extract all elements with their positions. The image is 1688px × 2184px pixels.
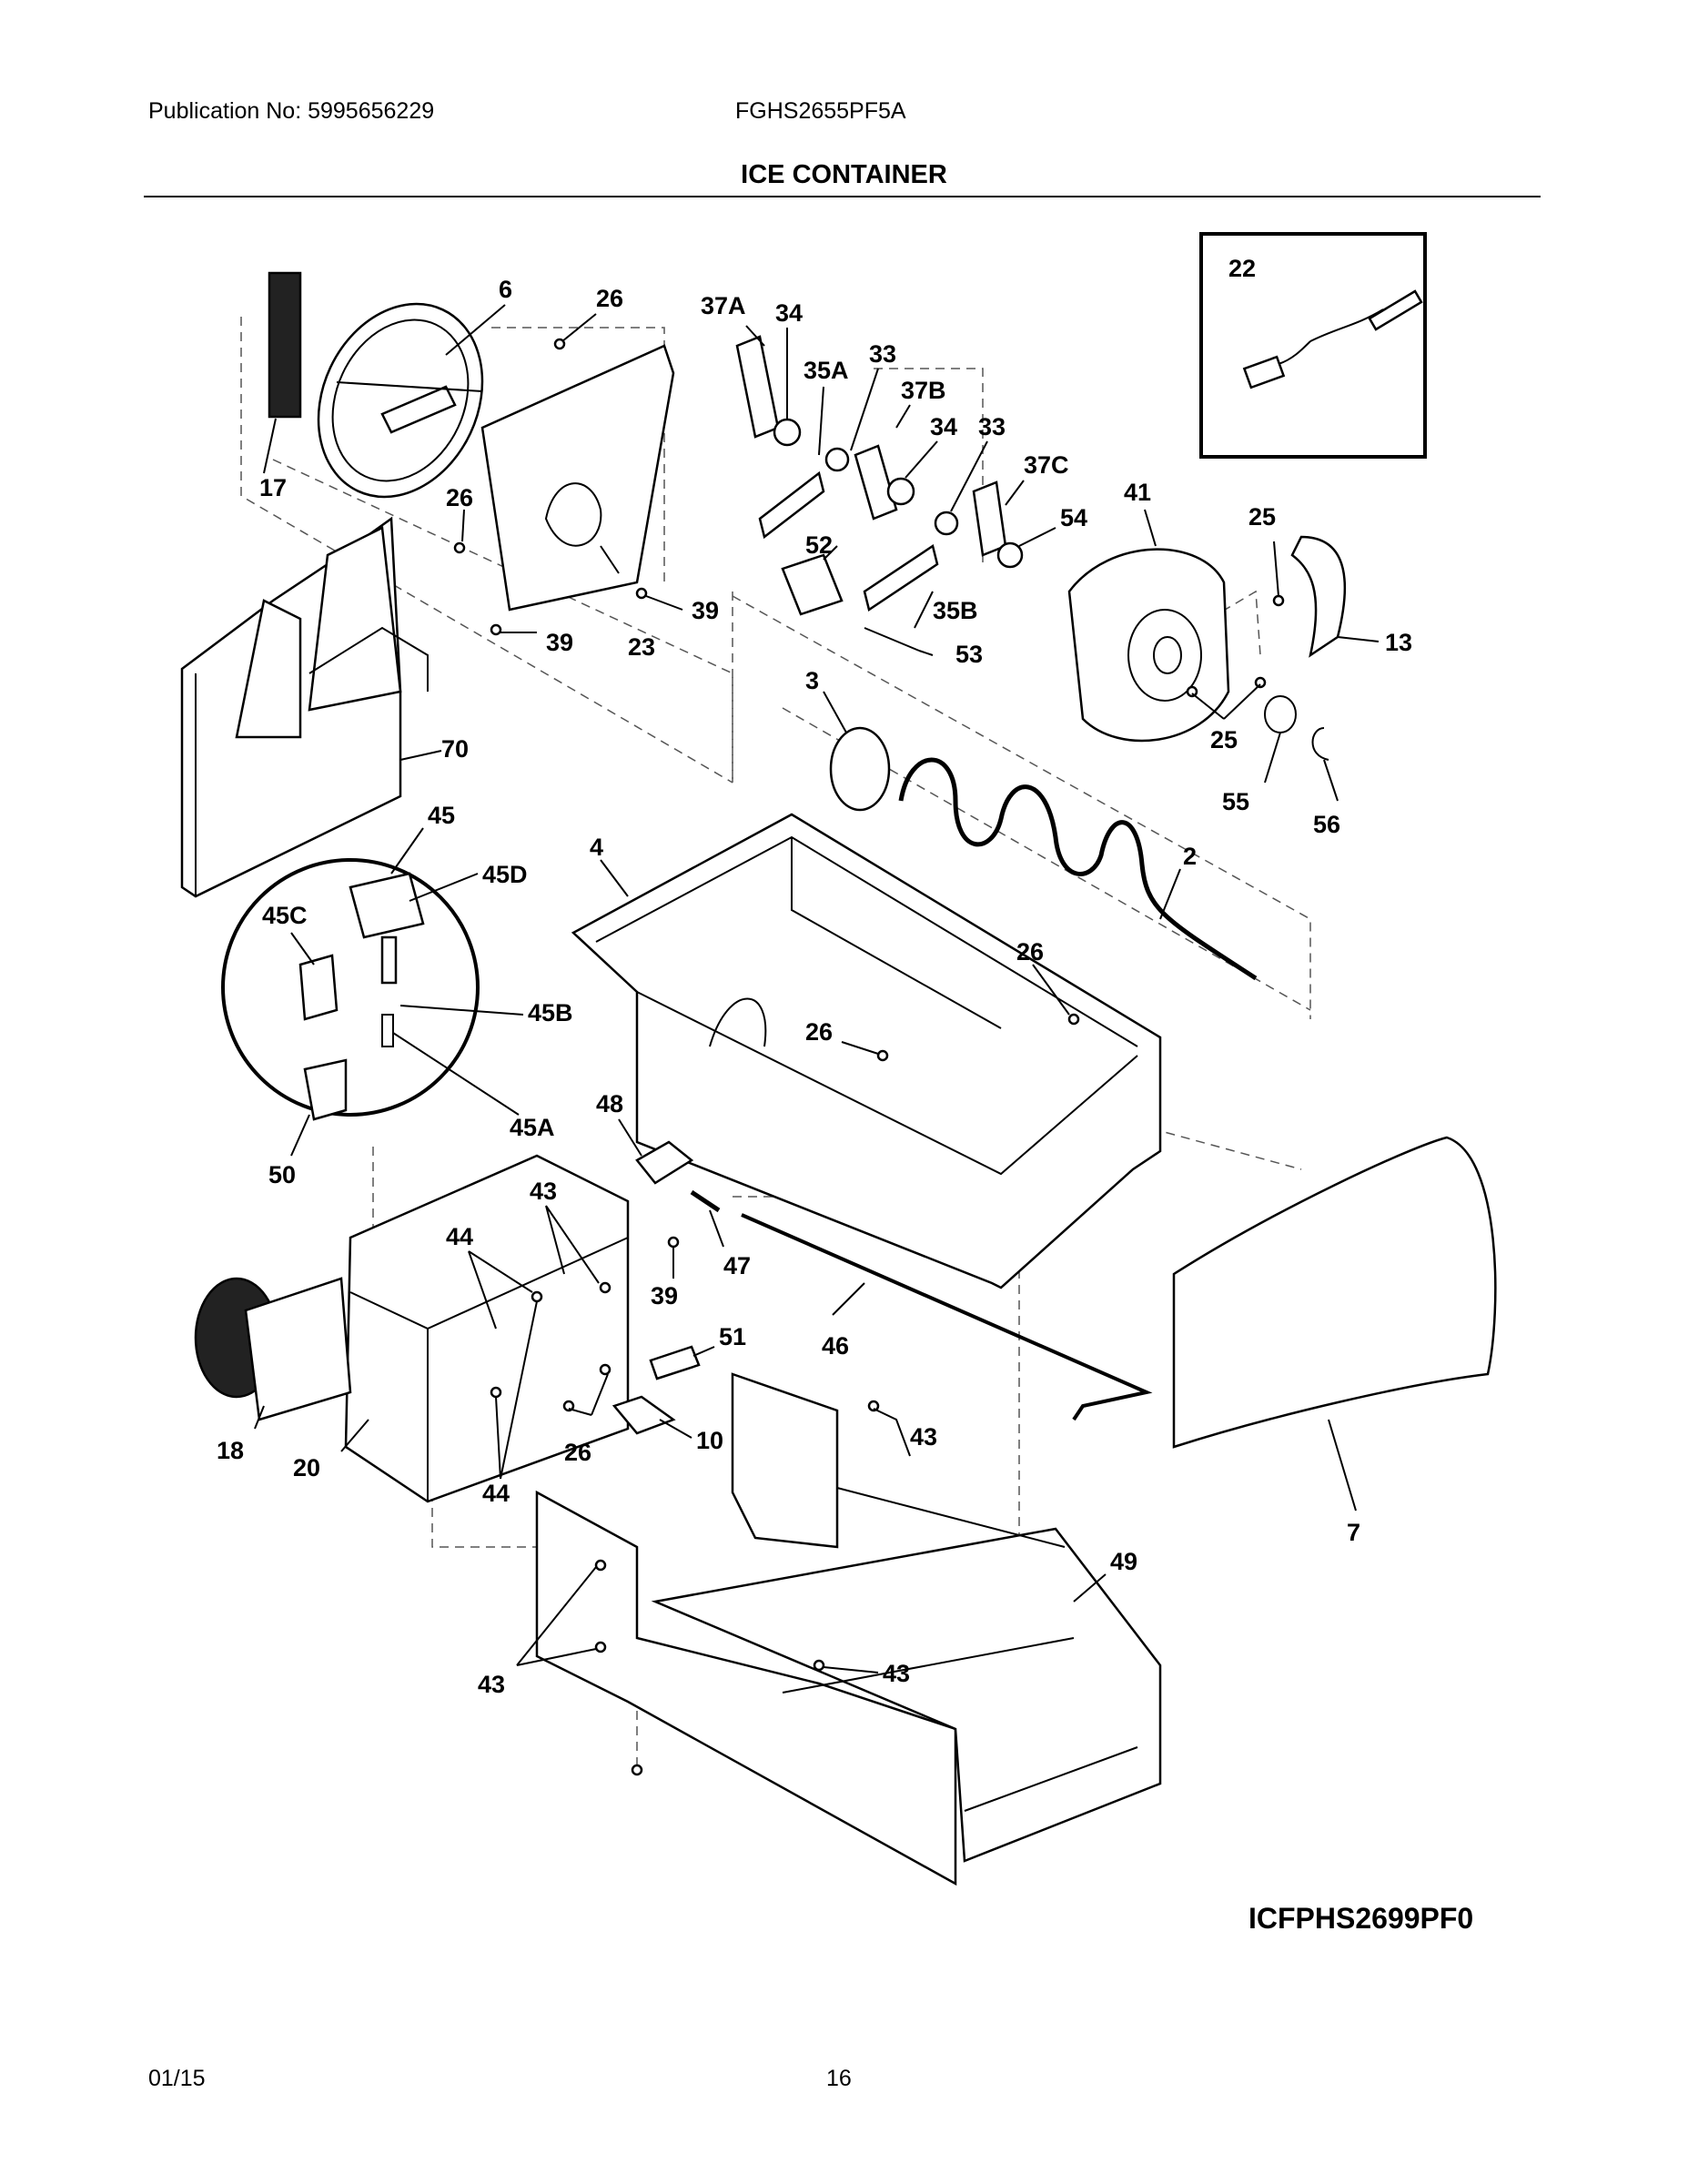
callout-26: 26 <box>805 1018 833 1046</box>
part-23-opening <box>544 482 602 547</box>
callout-51: 51 <box>719 1323 746 1350</box>
part-50-holder <box>303 1058 348 1121</box>
title-rule <box>144 196 1541 197</box>
callout-56: 56 <box>1313 811 1340 838</box>
callout-7: 7 <box>1347 1519 1360 1546</box>
callout-45d: 45D <box>482 861 528 888</box>
callout-41: 41 <box>1124 479 1151 506</box>
callout-44: 44 <box>446 1223 473 1250</box>
callout-22: 22 <box>1228 255 1256 282</box>
callout-48: 48 <box>596 1090 623 1117</box>
part-45d-solenoid <box>349 872 425 985</box>
part-13-deflector <box>1290 535 1346 658</box>
callout-26: 26 <box>446 484 473 511</box>
callout-46: 46 <box>822 1332 849 1360</box>
callout-39: 39 <box>546 629 573 656</box>
part-51-shaft <box>649 1345 701 1380</box>
part-45-inset-circle <box>221 858 480 1117</box>
leader-lines <box>254 304 1380 1673</box>
model-number: FGHS2655PF5A <box>735 98 906 124</box>
callout-45a: 45A <box>510 1114 555 1141</box>
callout-43: 43 <box>530 1178 557 1205</box>
callout-45: 45 <box>428 802 455 829</box>
figure-id: ICFPHS2699PF0 <box>1248 1902 1474 1935</box>
callout-43: 43 <box>883 1660 910 1687</box>
callout-17: 17 <box>259 474 287 501</box>
part-48-bracket <box>635 1140 694 1185</box>
callout-23: 23 <box>628 633 655 661</box>
callout-labels: 6 26 37A 34 35A 33 37B 34 33 37C 22 17 2… <box>217 255 1412 1698</box>
part-53-pin <box>864 627 920 652</box>
part-45a-spring <box>381 1014 394 1047</box>
callout-47: 47 <box>723 1252 751 1279</box>
callout-55: 55 <box>1222 788 1249 815</box>
callout-20: 20 <box>293 1454 320 1481</box>
callout-54: 54 <box>1060 504 1087 531</box>
callout-35a: 35A <box>804 357 849 384</box>
callout-13: 13 <box>1385 629 1412 656</box>
callout-4: 4 <box>590 834 603 861</box>
callout-33: 33 <box>978 413 1006 440</box>
page-number: 16 <box>826 2066 852 2091</box>
part-47-spring <box>690 1189 721 1213</box>
callout-39: 39 <box>651 1282 678 1309</box>
callout-50: 50 <box>268 1161 296 1188</box>
callout-3: 3 <box>805 667 819 694</box>
callout-44: 44 <box>482 1480 510 1507</box>
callout-26: 26 <box>564 1439 591 1466</box>
callout-43: 43 <box>478 1671 505 1698</box>
part-22-sensor-harness <box>1242 289 1423 389</box>
callout-35b: 35B <box>933 597 978 624</box>
part-18-motor <box>194 1277 352 1421</box>
callout-26: 26 <box>596 285 623 312</box>
callout-70: 70 <box>441 735 469 763</box>
part-70-duct-housing <box>180 516 429 898</box>
part-23-cover-plate <box>480 344 675 612</box>
callout-18: 18 <box>217 1437 244 1464</box>
part-49-bracket-assembly <box>535 1372 1162 1886</box>
callout-53: 53 <box>955 641 983 668</box>
callout-25: 25 <box>1248 503 1276 531</box>
callout-37a: 37A <box>701 292 746 319</box>
callout-33: 33 <box>869 340 896 368</box>
callout-2: 2 <box>1183 843 1197 870</box>
callout-34: 34 <box>930 413 957 440</box>
part-10-lever <box>612 1395 676 1435</box>
page-title: ICE CONTAINER <box>741 160 947 189</box>
footer-date: 01/15 <box>148 2066 206 2091</box>
callout-49: 49 <box>1110 1548 1137 1575</box>
callout-26: 26 <box>1016 938 1044 966</box>
part-2-auger <box>898 757 1258 981</box>
callout-39: 39 <box>692 597 719 624</box>
callout-37c: 37C <box>1024 451 1069 479</box>
callout-25: 25 <box>1210 726 1238 753</box>
part-41-auger-housing <box>1067 548 1230 743</box>
callout-52: 52 <box>805 531 833 559</box>
part-46-rod <box>741 1213 1153 1421</box>
callout-43: 43 <box>910 1423 937 1451</box>
part-7-front-cover <box>1172 1136 1497 1449</box>
part-56-clip <box>1311 727 1329 761</box>
part-37-cam-series <box>735 335 1024 612</box>
part-45c-bracket <box>298 954 339 1021</box>
part-4-ice-bin <box>571 813 1162 1289</box>
part-3-bearing <box>829 726 891 812</box>
fasteners <box>453 338 1285 1776</box>
part-17-filter <box>268 271 302 419</box>
part-22-inset-box <box>1199 232 1427 459</box>
callout-45b: 45B <box>528 999 573 1026</box>
callout-45c: 45C <box>262 902 308 929</box>
part-6-fan-wheel <box>317 302 484 499</box>
callout-6: 6 <box>499 276 512 303</box>
callout-10: 10 <box>696 1427 723 1454</box>
publication-number: Publication No: 5995656229 <box>148 98 435 124</box>
part-55-washer <box>1264 695 1297 733</box>
callout-34: 34 <box>775 299 803 327</box>
callout-37b: 37B <box>901 377 946 404</box>
part-52-block <box>781 553 844 616</box>
